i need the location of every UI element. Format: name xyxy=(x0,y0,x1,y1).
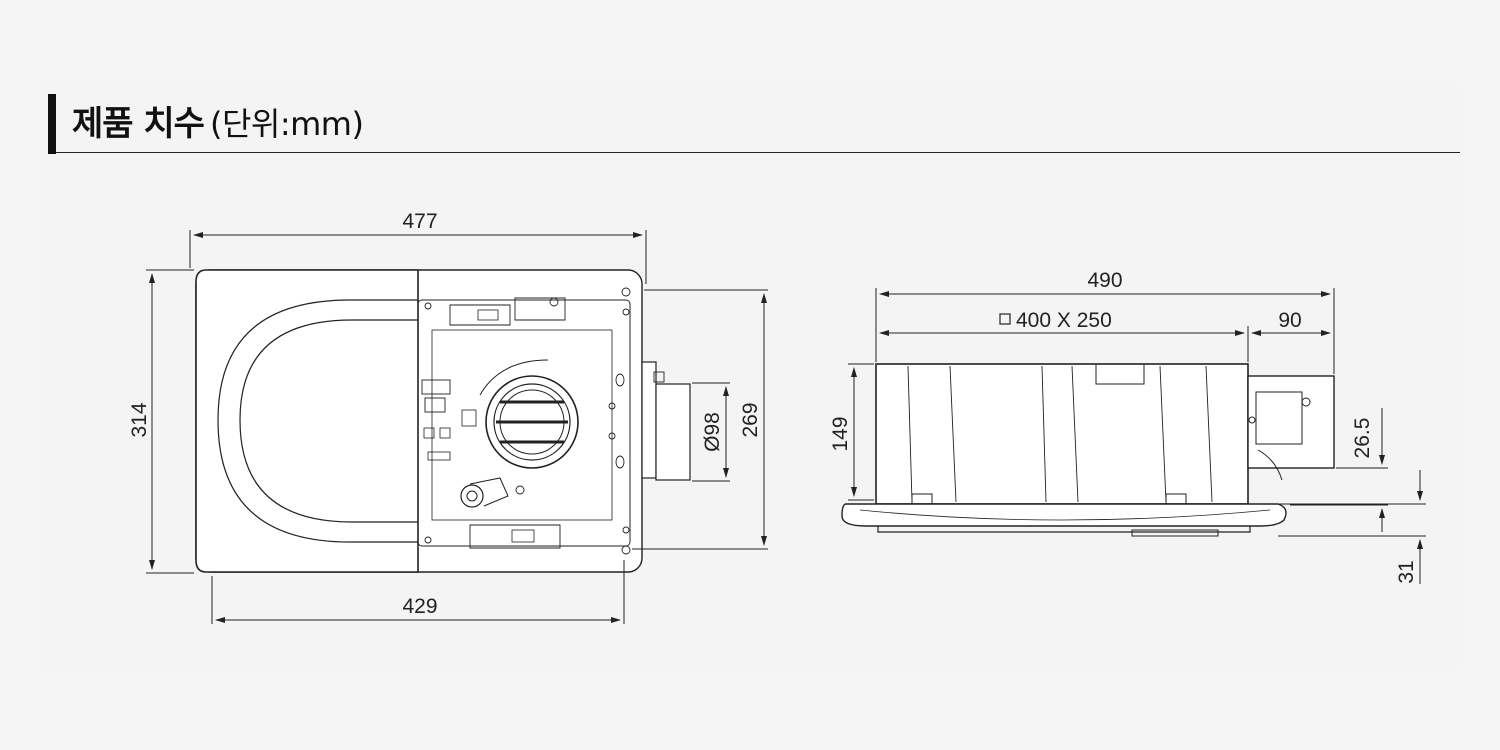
dim-height-right: 269 xyxy=(739,402,762,437)
side-grille-panel xyxy=(841,503,1287,527)
dim-height-left: 314 xyxy=(128,402,151,437)
dim-body-height: 149 xyxy=(829,416,852,451)
mechanism-frame xyxy=(417,299,631,547)
dim-bottom-offset: 31 xyxy=(1395,560,1418,583)
dim-opening-size: 400 X 250 xyxy=(1016,309,1112,332)
fan-outer-ring xyxy=(485,375,579,469)
dim-duct-diameter: Ø98 xyxy=(701,412,724,452)
grille-arc-inner xyxy=(239,319,418,523)
top-view xyxy=(195,269,691,573)
grille-cover xyxy=(195,269,419,573)
title-unit: (단위:mm) xyxy=(209,105,364,143)
title-divider xyxy=(56,152,1460,153)
side-housing xyxy=(875,363,1249,505)
side-view xyxy=(841,363,1335,537)
top-view-dimensions xyxy=(146,230,768,624)
dim-width-top: 477 xyxy=(402,210,437,233)
square-symbol-icon xyxy=(999,313,1011,325)
title-accent-bar xyxy=(48,94,56,154)
side-view-dimensions xyxy=(848,288,1426,584)
duct-stub xyxy=(655,383,691,481)
side-duct xyxy=(1247,375,1335,469)
dim-width-bottom: 429 xyxy=(402,595,437,618)
grille-arc-outer xyxy=(217,299,418,543)
title-main: 제품 치수 xyxy=(72,104,205,144)
mechanism-inner xyxy=(431,329,613,521)
dim-total-length: 490 xyxy=(1087,269,1122,292)
dim-duct-offset: 26.5 xyxy=(1351,418,1374,459)
dim-duct-length: 90 xyxy=(1278,309,1301,332)
page-title: 제품 치수 (단위:mm) xyxy=(72,96,364,148)
